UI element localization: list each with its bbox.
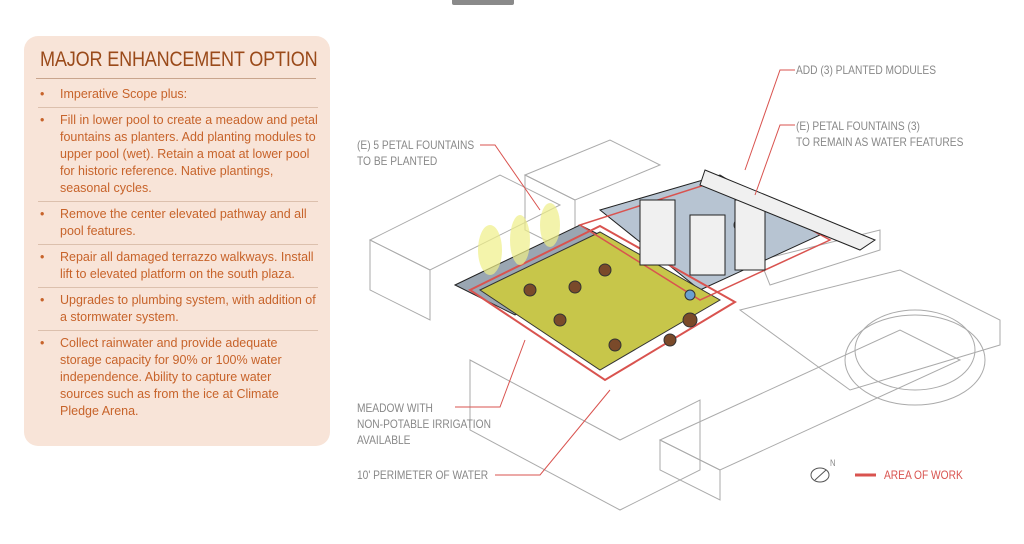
title-divider [36, 78, 316, 79]
north-label: N [830, 458, 836, 468]
item-text: Collect rainwater and provide adequate s… [60, 336, 282, 418]
callout-leaders [455, 69, 795, 476]
north-arrow [810, 467, 830, 483]
label-planted-modules: ADD (3) PLANTED MODULES [796, 63, 936, 77]
list-item: •Upgrades to plumbing system, with addit… [38, 288, 318, 331]
building-block [523, 139, 662, 201]
label-petal-remain: (E) PETAL FOUNTAINS (3) [796, 119, 920, 133]
legend-area-of-work: AREA OF WORK [884, 468, 963, 482]
list-item: •Fill in lower pool to create a meadow a… [38, 108, 318, 202]
label-petal-planted-2: TO BE PLANTED [357, 154, 438, 168]
building-block [369, 239, 431, 321]
bullet-list: •Imperative Scope plus: •Fill in lower p… [38, 82, 318, 424]
enhancement-panel: MAJOR ENHANCEMENT OPTION •Imperative Sco… [24, 36, 330, 446]
list-item: •Repair all damaged terrazzo walkways. I… [38, 245, 318, 288]
area-of-work-outline [468, 224, 737, 382]
label-meadow-2: NON-POTABLE IRRIGATION [357, 417, 491, 431]
list-item: •Imperative Scope plus: [38, 82, 318, 108]
label-meadow-3: AVAILABLE [357, 433, 411, 447]
item-text: Upgrades to plumbing system, with additi… [60, 293, 316, 324]
list-item: •Collect rainwater and provide adequate … [38, 331, 318, 424]
label-meadow: MEADOW WITH [357, 401, 433, 415]
arena-dome [854, 309, 976, 391]
meadow [478, 231, 722, 371]
item-text: Imperative Scope plus: [60, 87, 188, 101]
video-control-bar[interactable] [452, 0, 514, 5]
list-item: •Remove the center elevated pathway and … [38, 202, 318, 245]
item-text: Fill in lower pool to create a meadow an… [60, 113, 318, 195]
label-petal-remain-2: TO REMAIN AS WATER FEATURES [796, 135, 964, 149]
panel-title: MAJOR ENHANCEMENT OPTION [40, 48, 318, 71]
item-text: Remove the center elevated pathway and a… [60, 207, 307, 238]
label-perimeter: 10' PERIMETER OF WATER [357, 468, 489, 482]
item-text: Repair all damaged terrazzo walkways. In… [60, 250, 314, 281]
label-petal-planted: (E) 5 PETAL FOUNTAINS [357, 138, 475, 152]
building-block [658, 329, 962, 471]
